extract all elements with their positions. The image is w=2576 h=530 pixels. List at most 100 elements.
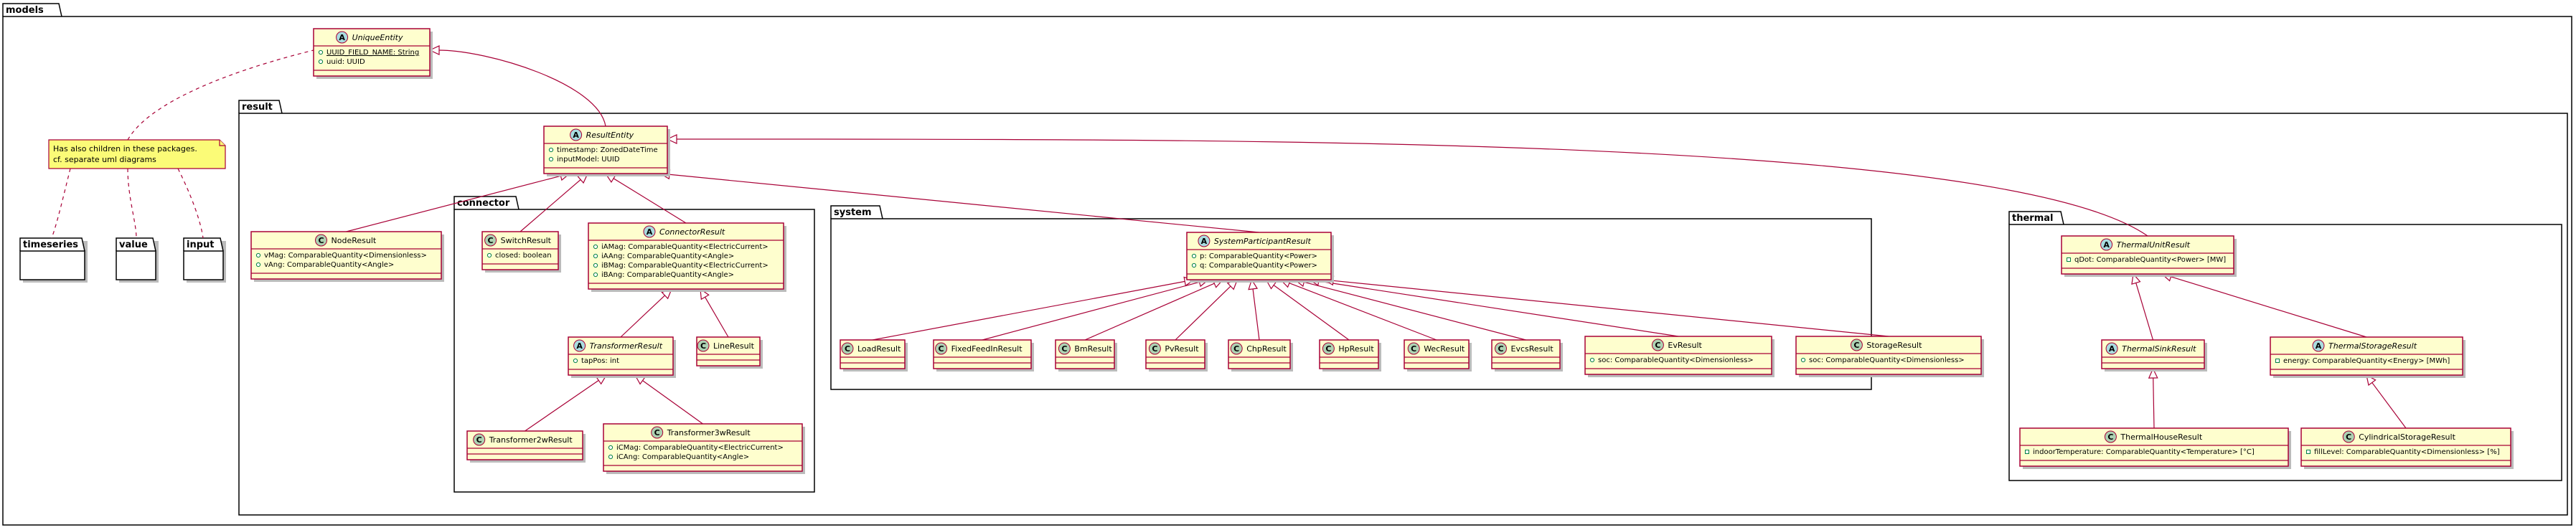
abstract-class-icon — [2105, 342, 2118, 355]
public-visibility-icon — [593, 253, 598, 259]
package-tab — [2, 3, 62, 17]
package-title-models: models — [6, 5, 44, 16]
class-attribute: uuid: UUID — [326, 58, 365, 66]
public-visibility-icon — [318, 49, 324, 55]
class-attribute: tapPos: int — [581, 357, 619, 365]
stereotype-letter: C — [2346, 432, 2351, 442]
note-to-unique-entity — [127, 49, 314, 141]
public-visibility-icon — [593, 262, 598, 268]
stereotype-letter: C — [488, 236, 494, 245]
package-title-input: input — [187, 240, 215, 250]
public-visibility-icon — [548, 156, 554, 162]
package-input: input — [183, 237, 226, 283]
edge-line — [642, 380, 703, 425]
edge-line — [1175, 285, 1231, 341]
class-box — [2101, 339, 2205, 369]
class-attribute: p: ComparableQuantity<Power> — [1200, 252, 1317, 260]
edge-line — [525, 379, 599, 432]
package-title-value: value — [119, 240, 148, 250]
note-box — [48, 139, 226, 169]
stereotype-letter: C — [2107, 432, 2113, 442]
abstract-class-icon — [2312, 339, 2325, 352]
public-visibility-icon — [486, 252, 492, 258]
class-icon — [2104, 430, 2117, 443]
edge-line — [620, 295, 665, 338]
inheritance-arrowhead — [1248, 278, 1259, 290]
edge-line — [2371, 382, 2407, 429]
stereotype-letter: C — [1233, 344, 1239, 354]
class-name: EvResult — [1668, 341, 1702, 350]
stereotype-letter: C — [1411, 344, 1416, 354]
note-line-1: Has also children in these packages. — [53, 144, 197, 153]
package-tab — [238, 100, 283, 114]
public-visibility-icon — [593, 272, 598, 278]
class-name: StorageResult — [1866, 341, 1922, 350]
class-icon — [484, 234, 497, 247]
edge-line — [669, 174, 1259, 233]
class-name: CylindricalStorageResult — [2359, 432, 2455, 442]
class-attribute: closed: boolean — [495, 252, 552, 260]
public-visibility-icon — [608, 445, 614, 450]
class-attribute: soc: ComparableQuantity<Dimensionless> — [1809, 356, 1965, 364]
note-connectors — [51, 49, 314, 239]
edge-line — [1318, 280, 1679, 337]
package-title-timeseries: timeseries — [23, 240, 78, 250]
public-visibility-icon — [608, 454, 614, 460]
private-visibility-icon — [2025, 450, 2029, 454]
class-box — [250, 231, 442, 280]
public-visibility-icon — [1191, 262, 1197, 268]
class-box — [2270, 336, 2463, 376]
note-to-timeseries — [51, 168, 71, 239]
package-title-connector: connector — [457, 198, 510, 209]
edge-line — [872, 280, 1185, 341]
class-attribute: timestamp: ZonedDateTime — [557, 146, 658, 154]
public-visibility-icon — [1589, 357, 1595, 363]
class-icon — [697, 339, 710, 352]
note-line-2: cf. separate uml diagrams — [53, 155, 156, 164]
class-name: NodeResult — [332, 236, 377, 245]
abstract-class-icon — [336, 31, 349, 44]
class-icon — [1651, 339, 1664, 351]
class-box — [2300, 427, 2511, 467]
stereotype-letter: C — [845, 344, 850, 354]
edge-line — [438, 49, 606, 127]
class-icon — [935, 342, 948, 355]
class-attribute: iCMag: ComparableQuantity<ElectricCurren… — [616, 444, 784, 452]
stereotype-letter: A — [647, 227, 653, 237]
class-box — [313, 28, 431, 77]
edge-line — [346, 175, 561, 232]
stereotype-letter: C — [939, 344, 944, 354]
class-attribute: soc: ComparableQuantity<Dimensionless> — [1598, 356, 1754, 364]
class-name: EvcsResult — [1511, 344, 1554, 354]
stereotype-letter: A — [576, 341, 583, 351]
edge-line — [982, 281, 1200, 341]
abstract-class-icon — [573, 339, 586, 352]
inheritance-arrowhead — [428, 45, 440, 55]
